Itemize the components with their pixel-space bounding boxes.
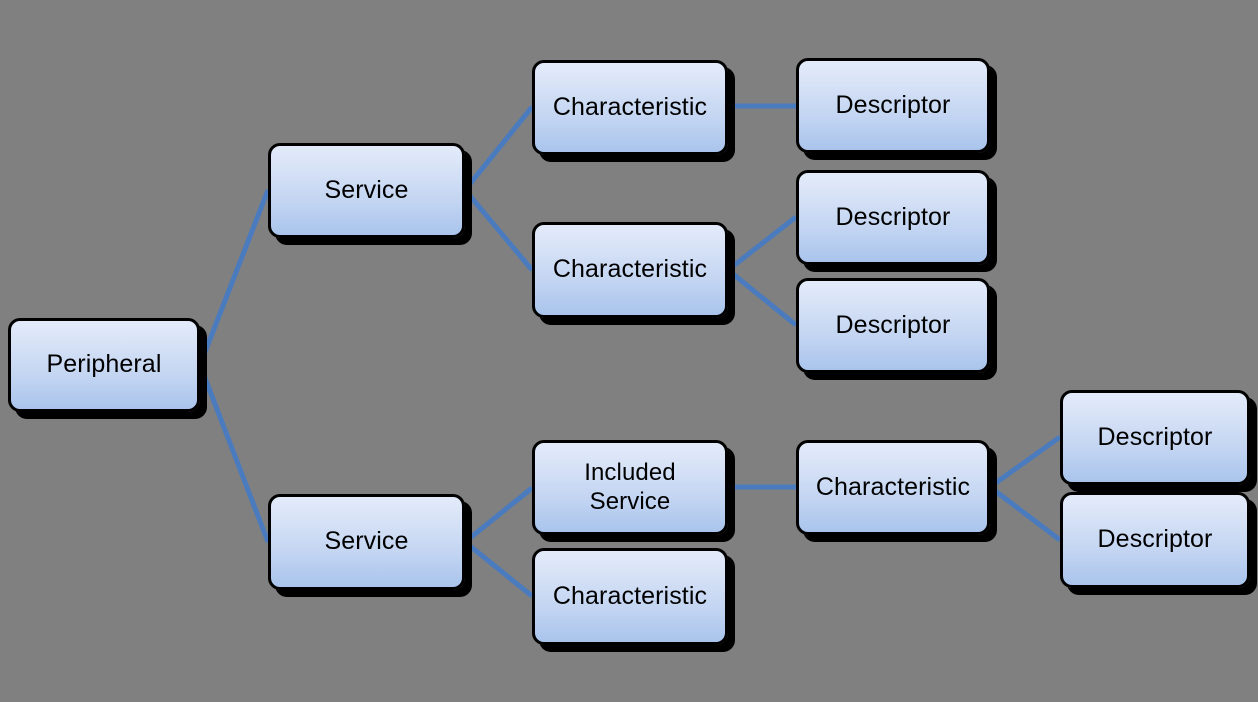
node-char-2[interactable]: Characteristic (532, 222, 728, 318)
node-label-service-1: Service (324, 175, 409, 204)
edge-peripheral-service1 (197, 189, 271, 366)
node-char-3[interactable]: Characteristic (796, 440, 990, 535)
node-descriptor-3[interactable]: Descriptor (796, 278, 990, 373)
edge-peripheral-service2 (197, 364, 271, 543)
node-label-included-service: Included Service (584, 459, 676, 515)
node-descriptor-4[interactable]: Descriptor (1060, 390, 1250, 485)
node-label-service-2: Service (324, 527, 409, 556)
node-label-descriptor-1: Descriptor (835, 90, 951, 119)
node-label-descriptor-2: Descriptor (835, 202, 951, 231)
node-label-descriptor-3: Descriptor (835, 310, 951, 339)
edge-service1-char2 (463, 188, 534, 272)
edge-service2-included (463, 486, 534, 544)
edge-char3-descriptor5 (988, 485, 1062, 542)
edge-char3-descriptor4 (988, 434, 1062, 490)
edge-char2-descriptor3 (726, 268, 798, 327)
node-peripheral[interactable]: Peripheral (8, 318, 200, 412)
node-label-char-4: Characteristic (552, 581, 708, 610)
node-label-peripheral: Peripheral (46, 350, 162, 379)
node-included-service[interactable]: Included Service (532, 440, 728, 535)
node-label-char-1: Characteristic (552, 92, 708, 121)
node-descriptor-2[interactable]: Descriptor (796, 170, 990, 265)
node-char-1[interactable]: Characteristic (532, 60, 728, 155)
node-char-4[interactable]: Characteristic (532, 548, 728, 645)
edge-service1-char1 (463, 105, 534, 192)
node-label-descriptor-4: Descriptor (1097, 422, 1213, 451)
node-service-2[interactable]: Service (268, 494, 465, 590)
node-label-char-3: Characteristic (815, 472, 971, 501)
node-descriptor-1[interactable]: Descriptor (796, 58, 990, 153)
node-label-char-2: Characteristic (552, 255, 708, 284)
node-label-descriptor-5: Descriptor (1097, 525, 1213, 554)
node-service-1[interactable]: Service (268, 143, 465, 238)
edge-char2-descriptor2 (726, 215, 798, 272)
node-descriptor-5[interactable]: Descriptor (1060, 492, 1250, 588)
edge-service2-char4 (463, 540, 534, 598)
